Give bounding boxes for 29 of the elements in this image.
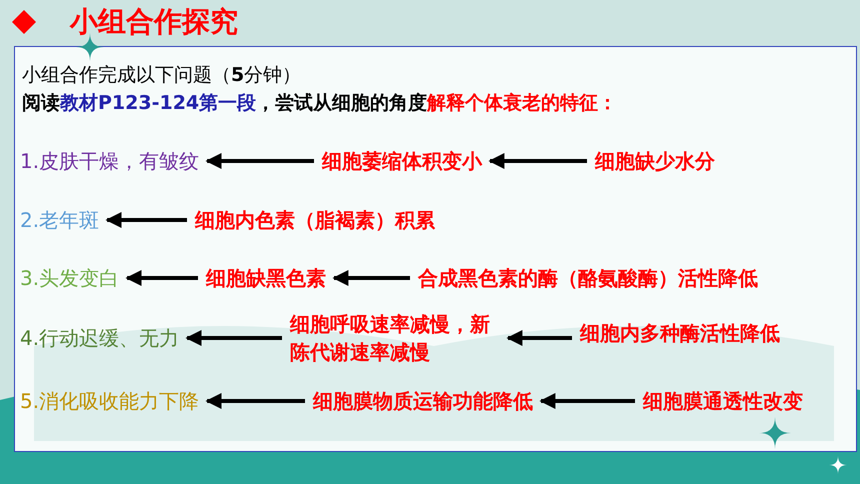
symptom-text: 2.老年斑 [20, 206, 100, 234]
arrow [206, 153, 314, 169]
symptom-text: 5.消化吸收能力下降 [20, 387, 200, 415]
instruction-text: 教材P123-124第一段 [60, 91, 256, 116]
slide-title: 小组合作探究 [70, 4, 238, 40]
cause-text: 合成黑色素的酶（酪氨酸酶）活性降低 [418, 264, 758, 292]
cause-text: 细胞萎缩体积变小 [322, 147, 482, 175]
arrow [332, 270, 410, 286]
symptom-text: 1.皮肤干燥，有皱纹 [20, 147, 200, 175]
arrow [506, 330, 572, 346]
cause-text: 细胞膜通透性改变 [643, 387, 803, 415]
symptom-text: 4.行动迟缓、无力 [20, 324, 180, 352]
cause-text: 细胞内色素（脂褐素）积累 [195, 206, 435, 234]
instruction-text: 小组合作完成以下问题（5分钟） [22, 63, 302, 88]
arrow [126, 270, 198, 286]
arrow [106, 212, 187, 228]
instruction-text: 阅读 [22, 91, 60, 116]
arrow [186, 330, 282, 346]
arrow [206, 393, 305, 409]
cause-text: 细胞缺少水分 [595, 147, 715, 175]
cause-text: 细胞呼吸速率减慢，新陈代谢速率减慢 [290, 310, 500, 366]
arrow [488, 153, 587, 169]
cause-text: 细胞内多种酶活性降低 [580, 319, 780, 347]
instruction-text: 解释个体衰老的特征： [427, 91, 618, 116]
arrow [539, 393, 635, 409]
cause-text: 细胞膜物质运输功能降低 [313, 387, 533, 415]
cause-text: 细胞缺黑色素 [206, 264, 326, 292]
instruction-text: ，尝试从细胞的角度 [256, 91, 428, 116]
symptom-text: 3.头发变白 [20, 264, 120, 292]
